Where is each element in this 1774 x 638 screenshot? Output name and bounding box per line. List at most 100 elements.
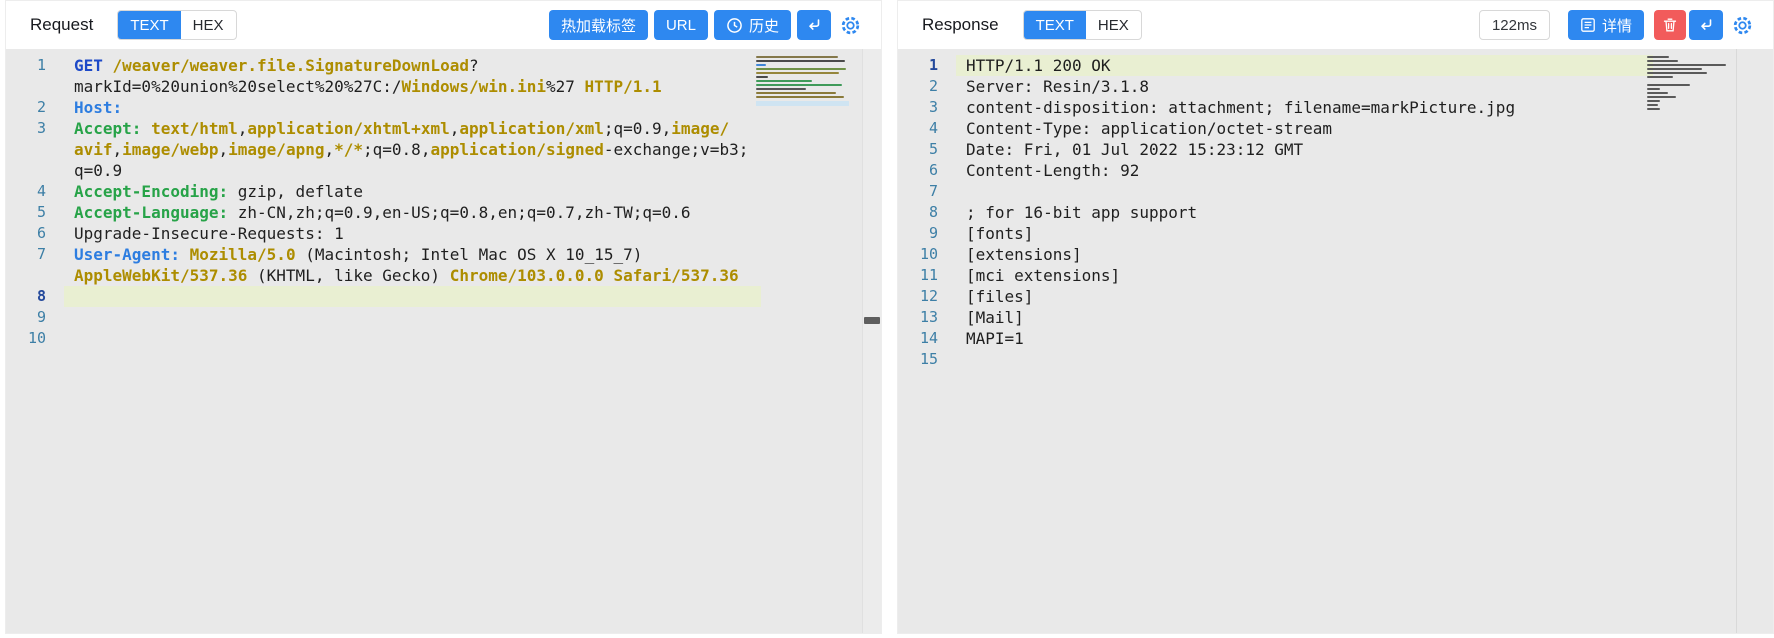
response-settings-button[interactable]: [1732, 10, 1753, 40]
code-text[interactable]: [files]: [966, 287, 1034, 306]
code-text[interactable]: [fonts]: [966, 224, 1034, 243]
code-text[interactable]: [64, 286, 761, 307]
code-line: 1 HTTP/1.1 200 OK: [898, 55, 1773, 76]
code-text[interactable]: Accept-Language: zh-CN,zh;q=0.9,en-US;q=…: [74, 203, 691, 222]
send-request-button[interactable]: [797, 10, 831, 40]
code-text[interactable]: [extensions]: [966, 245, 1082, 264]
delete-response-button[interactable]: [1654, 10, 1686, 40]
gear-icon: [840, 15, 861, 36]
line-number: [6, 265, 52, 286]
minimap-slider[interactable]: [756, 101, 849, 106]
minimap-row: [1647, 76, 1673, 78]
minimap-row: [756, 76, 769, 78]
line-number: 9: [928, 224, 938, 242]
line-number: 11: [919, 266, 938, 284]
minimap-row: [1647, 100, 1660, 102]
scrollbar-rail: [1736, 49, 1737, 633]
code-text[interactable]: AppleWebKit/537.36 (KHTML, like Gecko) C…: [74, 266, 739, 285]
code-text[interactable]: Content-Type: application/octet-stream: [966, 119, 1333, 138]
response-title: Response: [922, 15, 999, 34]
code-line: 14 MAPI=1: [898, 328, 1773, 349]
code-line: 3 content-disposition: attachment; filena…: [898, 97, 1773, 118]
splitter-grip[interactable]: [864, 317, 880, 324]
list-detail-icon: [1580, 17, 1596, 33]
code-text[interactable]: content-disposition: attachment; filenam…: [966, 98, 1516, 117]
minimap-row: [756, 88, 807, 90]
response-minimap[interactable]: [1647, 56, 1733, 110]
hot-reload-tags-label: 热加载标签: [560, 17, 636, 35]
request-settings-button[interactable]: [840, 10, 861, 40]
code-line: 10 [extensions]: [898, 244, 1773, 265]
line-number: 14: [919, 329, 938, 347]
code-text[interactable]: [956, 349, 966, 370]
line-number: 10: [27, 329, 46, 347]
tab-hex[interactable]: HEX: [192, 16, 224, 34]
minimap-row: [756, 72, 839, 74]
trash-icon: [1662, 17, 1678, 33]
code-text[interactable]: avif,image/webp,image/apng,*/*;q=0.8,app…: [74, 140, 749, 159]
code-text[interactable]: Accept-Encoding: gzip, deflate: [74, 182, 363, 201]
minimap-row: [756, 84, 842, 86]
code-text[interactable]: Date: Fri, 01 Jul 2022 15:23:12 GMT: [966, 140, 1304, 159]
panel-splitter[interactable]: [862, 49, 881, 633]
code-text[interactable]: [Mail]: [966, 308, 1024, 327]
minimap-row: [1647, 84, 1690, 86]
code-text[interactable]: Content-Length: 92: [966, 161, 1140, 180]
url-button[interactable]: URL: [653, 10, 708, 40]
code-text[interactable]: HTTP/1.1 200 OK: [956, 55, 1653, 76]
code-text[interactable]: [64, 328, 74, 349]
return-icon: [806, 17, 822, 33]
code-text[interactable]: [956, 181, 966, 202]
minimap-row: [1647, 60, 1678, 62]
code-line: 10: [6, 328, 881, 349]
minimap-row: [756, 80, 812, 82]
code-line: 6 Upgrade-Insecure-Requests: 1: [6, 223, 881, 244]
code-text[interactable]: q=0.9: [74, 161, 123, 180]
line-number: 15: [919, 350, 938, 368]
code-text[interactable]: Server: Resin/3.1.8: [966, 77, 1150, 96]
code-text[interactable]: Host:: [74, 98, 123, 117]
detail-button[interactable]: 详情: [1567, 10, 1644, 40]
code-text[interactable]: GET /weaver/weaver.file.SignatureDownLoa…: [74, 56, 479, 75]
code-text[interactable]: User-Agent: Mozilla/5.0 (Macintosh; Inte…: [74, 245, 643, 264]
line-number: 3: [36, 119, 46, 137]
tab-hex[interactable]: HEX: [1097, 16, 1129, 34]
line-number: [6, 139, 52, 160]
code-line: 3 Accept: text/html,application/xhtml+xml…: [6, 118, 881, 139]
code-line: 13[Mail]: [898, 307, 1773, 328]
code-text[interactable]: [mci extensions]: [966, 266, 1121, 285]
tab-text[interactable]: TEXT: [118, 11, 181, 39]
code-line: avif,image/webp,image/apng,*/*;q=0.8,app…: [6, 139, 881, 160]
code-text[interactable]: MAPI=1: [966, 329, 1024, 348]
history-button[interactable]: 历史: [713, 10, 791, 40]
code-text[interactable]: markId=0%20union%20select%20%27C:/Window…: [74, 77, 662, 96]
line-number: 3: [928, 98, 938, 116]
request-minimap[interactable]: [756, 56, 849, 106]
line-number: 2: [928, 77, 938, 95]
hot-reload-tags-button[interactable]: 热加载标签: [548, 10, 648, 40]
line-number: 1: [928, 56, 938, 74]
code-text[interactable]: ; for 16-bit app support: [966, 203, 1198, 222]
line-number: 2: [36, 98, 46, 116]
line-number: 6: [928, 161, 938, 179]
line-number: 10: [919, 245, 938, 263]
tab-text[interactable]: TEXT: [1023, 11, 1086, 39]
clock-icon: [726, 17, 743, 34]
response-panel: Response TEXT HEX 122ms 详情: [897, 0, 1774, 634]
send-response-button[interactable]: [1689, 10, 1723, 40]
code-text[interactable]: Upgrade-Insecure-Requests: 1: [74, 224, 344, 243]
code-text[interactable]: [64, 307, 74, 328]
line-number: 6: [36, 224, 46, 242]
code-line: 9 [fonts]: [898, 223, 1773, 244]
response-time-badge: 122ms: [1478, 10, 1550, 40]
response-editor[interactable]: 1 HTTP/1.1 200 OK 2 Server: Resin/3.1.8 3 con…: [898, 49, 1773, 633]
code-text[interactable]: Accept: text/html,application/xhtml+xml,…: [74, 119, 730, 138]
line-number: 8: [928, 203, 938, 221]
